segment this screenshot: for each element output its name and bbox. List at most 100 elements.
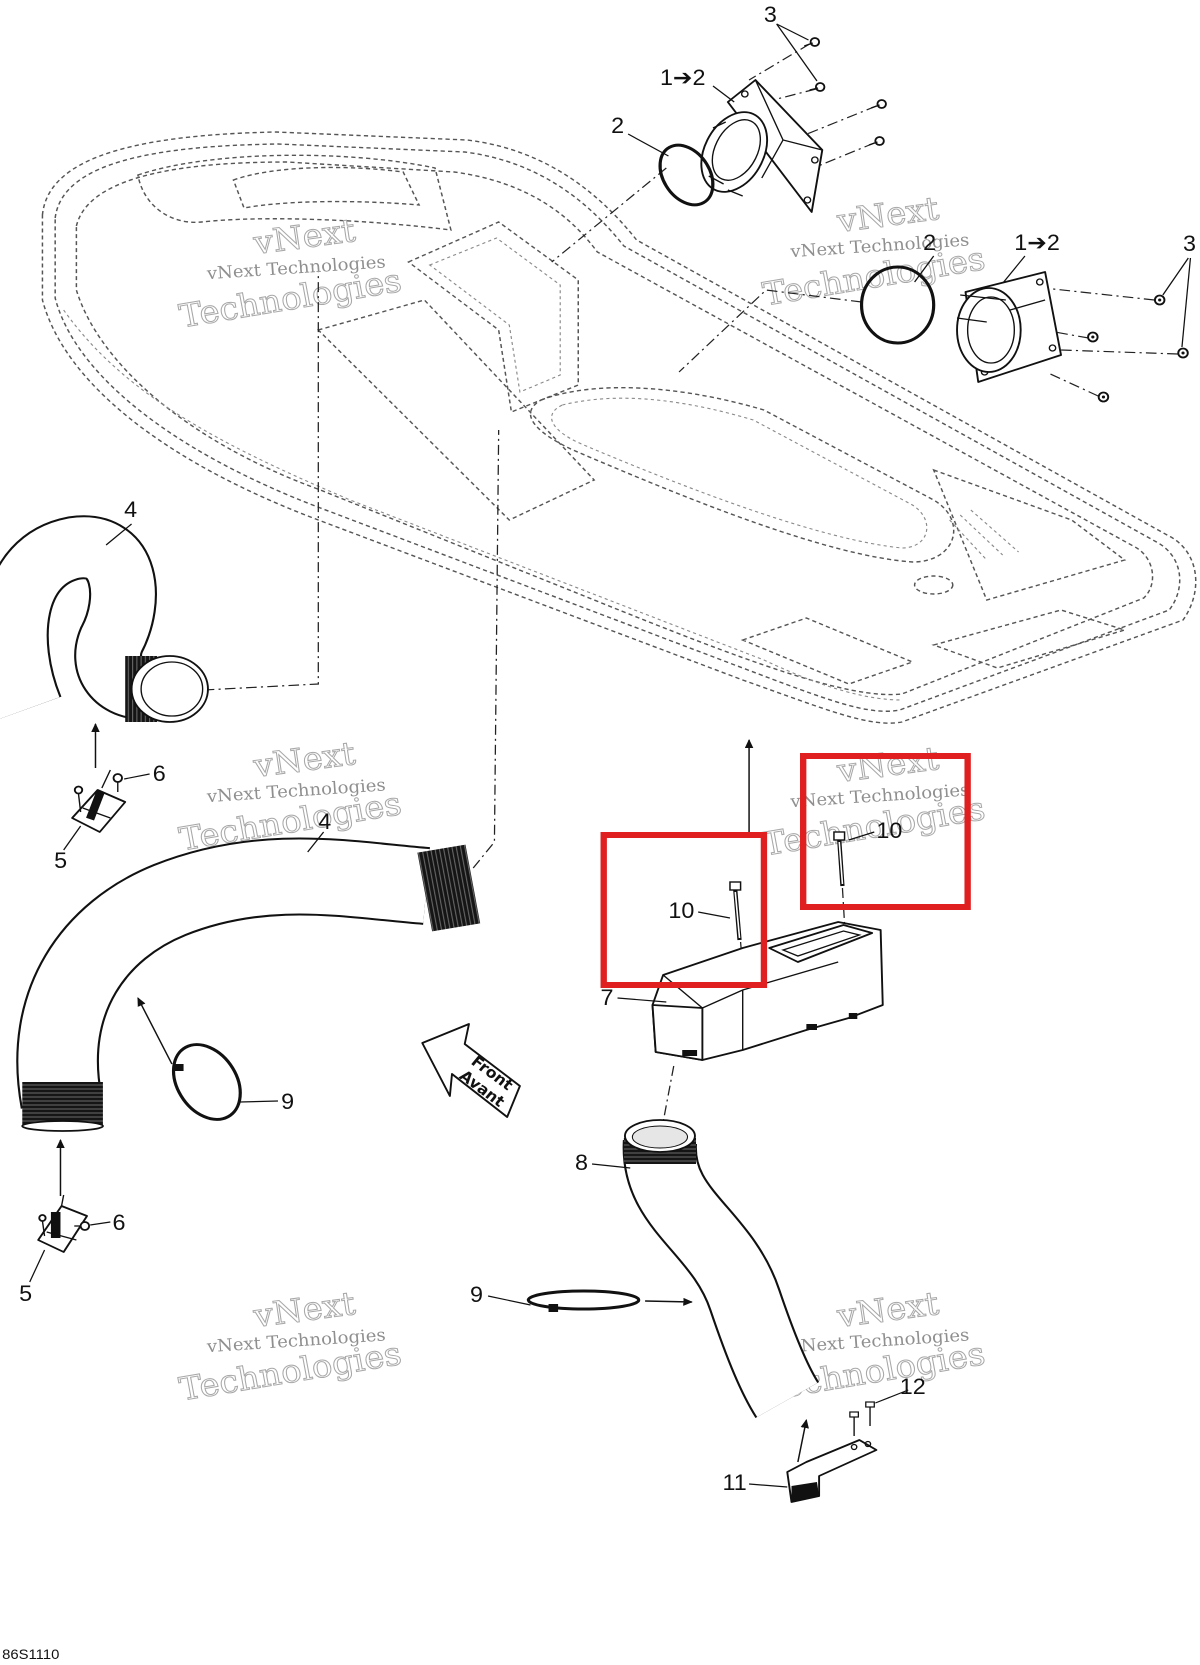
callout-12: 12 [900, 1374, 926, 1399]
lower-hose-support [37, 1194, 91, 1253]
leader-3-right-b [1181, 257, 1192, 348]
upper-elbow-hose [0, 515, 209, 723]
footwell-right [932, 468, 1127, 601]
watermark-word1: vNext [834, 739, 941, 790]
upper-hose-opening [130, 655, 209, 723]
line-top-screw-1 [748, 43, 810, 81]
leader-10-right [848, 831, 875, 841]
callout-3-top: 3 [764, 2, 777, 27]
screw [1177, 347, 1189, 359]
stern-platform-panel-2 [931, 609, 1128, 669]
line-right-ring-to-hull [678, 289, 862, 373]
leader-5-upper [63, 825, 82, 851]
screw [1087, 331, 1099, 343]
top-duct-cone [754, 79, 823, 179]
seat-inner [551, 397, 928, 549]
callout-9-middle: 9 [281, 1089, 294, 1114]
lower-clamp-latch [548, 1304, 559, 1312]
bolt-shank-highlight [734, 891, 741, 939]
flange-hole [740, 90, 749, 98]
seat-outline [529, 386, 955, 563]
leader-5-lower [29, 1249, 46, 1283]
lower-hose-clamp [526, 1289, 641, 1311]
screw [1097, 391, 1110, 403]
housing-top-slot-inner [781, 930, 862, 957]
upper-hose-support [71, 769, 127, 833]
top-duct-mouth-inner [711, 119, 762, 181]
middle-hose-bottom-opening [21, 1120, 104, 1132]
figure-code: 86S1110 [2, 1647, 59, 1663]
upper-support-strap [86, 789, 105, 821]
housing-tab [806, 1024, 817, 1030]
line-right-screw-2 [1054, 331, 1089, 339]
leader-9-middle [239, 1100, 279, 1103]
flange-hole [1048, 344, 1057, 352]
screw [804, 37, 821, 47]
flange-hole [1035, 278, 1044, 286]
flange-hole [810, 156, 819, 164]
callout-11: 11 [723, 1470, 747, 1495]
screw [38, 1214, 47, 1237]
leader-9-lower [487, 1295, 531, 1306]
screw [809, 82, 826, 92]
callout-10-right: 10 [876, 818, 902, 843]
console-frame [407, 221, 579, 414]
middle-long-hose [16, 837, 481, 1132]
flange-hole [803, 196, 812, 204]
hull-chine-line [63, 309, 902, 701]
upper-hose-opening-inner [140, 661, 204, 717]
bracket-foot [791, 1482, 820, 1502]
middle-hose-ribbed-end-bottom [22, 1082, 103, 1126]
leader-1to2-top [712, 85, 735, 103]
watermark-word1: vNext [250, 734, 357, 785]
bolt-head [729, 881, 742, 891]
line-bolt-right-to-housing [841, 887, 846, 925]
watermark: vNext vNext Technologies Technologies [176, 1283, 405, 1408]
leader-6-upper [124, 773, 150, 780]
screw [74, 1221, 91, 1231]
watermark: vNext vNext Technologies Technologies [759, 188, 988, 313]
leader-6-lower [90, 1221, 111, 1226]
housing-ribs [662, 961, 839, 1050]
callout-4-middle: 4 [318, 809, 331, 834]
leader-2-right [914, 255, 935, 283]
highlight-box-bolt-left [600, 832, 768, 988]
right-duct-mouth-inner [966, 296, 1016, 364]
line-housing-to-lower-hose [662, 1065, 675, 1123]
callout-2-top: 2 [611, 113, 624, 138]
upper-hose-body [0, 517, 155, 719]
callout-1to2-right: 1➔2 [1014, 230, 1060, 255]
middle-hose-ribbed-end-top [417, 844, 481, 932]
bolt-head [833, 831, 846, 841]
callout-7: 7 [601, 985, 614, 1010]
leader-2-top [627, 133, 669, 157]
upper-support-detail [82, 769, 111, 819]
top-duct-screws [804, 37, 887, 146]
screw [868, 136, 885, 146]
housing-top-slot [768, 924, 874, 963]
watermark-layer: vNext vNext Technologies Technologies vN… [176, 188, 989, 1408]
lower-support-bracket [37, 1205, 88, 1253]
leader-1to2-right [1003, 255, 1026, 283]
bolt-left [729, 881, 742, 941]
arrow-up-bracket [797, 1419, 809, 1463]
callout-1to2-top: 1➔2 [660, 65, 706, 90]
right-duct-screws [1087, 294, 1189, 403]
bolt-right [833, 831, 846, 887]
right-duct-mouth [956, 287, 1022, 373]
middle-clamp-latch [174, 1064, 184, 1071]
arrow-clamp-to-middle-hose [137, 997, 173, 1065]
middle-hose-body [18, 839, 430, 1109]
middle-hose-clamp [171, 1043, 242, 1121]
lower-hose-body [624, 1140, 818, 1417]
footwell-left [316, 299, 596, 521]
top-duct-mouth [700, 111, 769, 193]
bracket-hole [850, 1443, 858, 1451]
stern-oval-mark [913, 575, 954, 595]
callout-9-lower: 9 [470, 1282, 483, 1307]
highlight-box-bolt-right [800, 753, 971, 910]
leader-3-top-a [776, 23, 809, 41]
housing-label-mark [682, 1050, 698, 1056]
screw [1153, 294, 1166, 306]
